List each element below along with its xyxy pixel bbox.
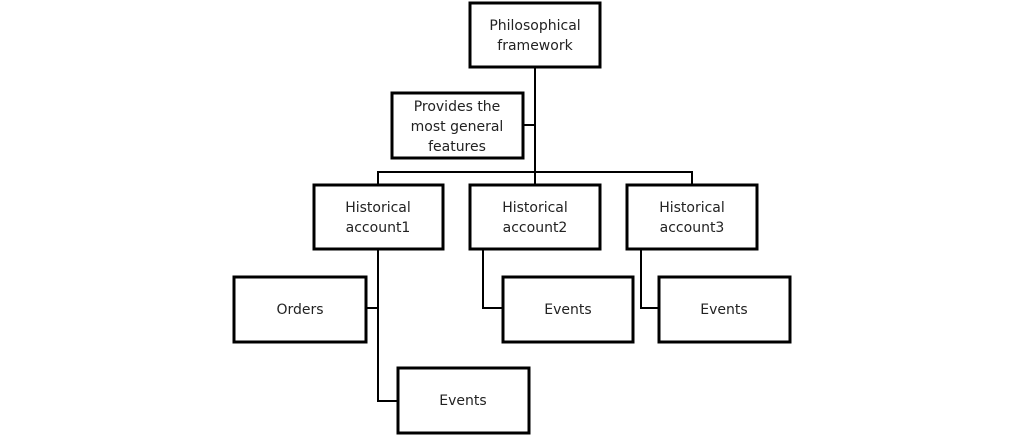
node-features: Provides the most general features bbox=[390, 91, 525, 160]
node-events3: Events bbox=[657, 275, 792, 344]
node-label: Philosophical bbox=[489, 18, 580, 34]
node-label: Events bbox=[544, 302, 591, 318]
node-label: Provides the bbox=[414, 99, 501, 115]
node-label: most general bbox=[411, 119, 504, 135]
node-events2: Events bbox=[501, 275, 635, 344]
node-label: Events bbox=[700, 302, 747, 318]
node-label: Orders bbox=[276, 302, 323, 318]
node-label: Historical bbox=[502, 200, 568, 216]
node-label: Events bbox=[439, 393, 486, 409]
node-label: Historical bbox=[345, 200, 411, 216]
connector-account1-events bbox=[377, 249, 398, 402]
node-label: features bbox=[428, 139, 486, 155]
connector-account2-events bbox=[482, 249, 503, 309]
connectors bbox=[366, 67, 693, 402]
connector-account3-events bbox=[640, 249, 659, 309]
node-label: account2 bbox=[503, 220, 568, 236]
node-label: framework bbox=[497, 38, 573, 54]
node-label: account3 bbox=[660, 220, 725, 236]
connector-accounts-bar bbox=[377, 171, 693, 185]
node-orders1: Orders bbox=[232, 275, 368, 344]
node-label: Historical bbox=[659, 200, 725, 216]
node-events1: Events bbox=[396, 366, 531, 435]
node-account3: Historical account3 bbox=[625, 183, 759, 251]
node-account2: Historical account2 bbox=[468, 183, 602, 251]
node-label: account1 bbox=[346, 220, 411, 236]
node-account1: Historical account1 bbox=[312, 183, 445, 251]
node-root: Philosophical framework bbox=[468, 1, 602, 69]
